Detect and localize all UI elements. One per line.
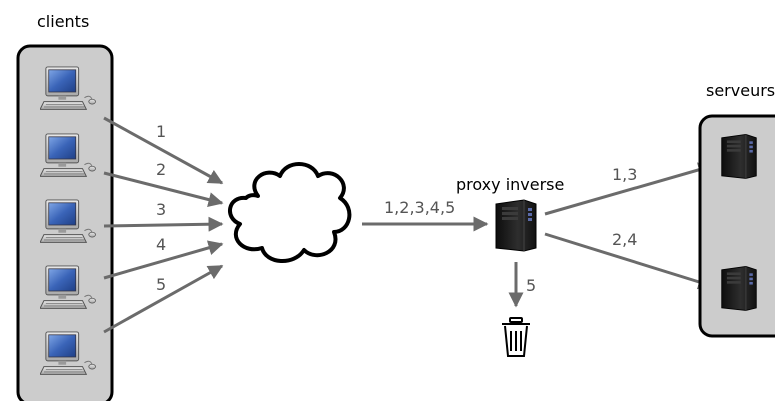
edge-label-2: 2 xyxy=(156,160,166,179)
arrow-client-5 xyxy=(103,264,224,334)
trash-can-icon xyxy=(502,317,530,357)
clients-label: clients xyxy=(37,12,89,31)
arrow-client-2 xyxy=(103,171,224,207)
edge-label-1: 1 xyxy=(156,122,166,141)
edge-label-cloud-to-proxy: 1,2,3,4,5 xyxy=(384,198,455,217)
arrow-proxy-to-server-1 xyxy=(544,162,714,216)
cloud-icon xyxy=(228,162,352,263)
arrow-client-3 xyxy=(103,216,224,232)
server-2-icon xyxy=(721,265,757,311)
proxy-label: proxy inverse xyxy=(456,175,564,194)
server-1-icon xyxy=(721,133,757,179)
arrow-client-4 xyxy=(103,240,224,280)
edge-label-3: 3 xyxy=(156,200,166,219)
arrow-client-1 xyxy=(103,116,224,185)
edge-label-5: 5 xyxy=(156,275,166,294)
proxy-server-icon xyxy=(495,199,537,252)
arrow-proxy-to-server-2 xyxy=(544,232,714,290)
edge-label-4: 4 xyxy=(156,235,166,254)
edge-label-server-2: 2,4 xyxy=(612,230,637,249)
edge-label-trash: 5 xyxy=(526,276,536,295)
edge-label-server-1: 1,3 xyxy=(612,165,637,184)
servers-label: serveurs xyxy=(706,81,775,100)
